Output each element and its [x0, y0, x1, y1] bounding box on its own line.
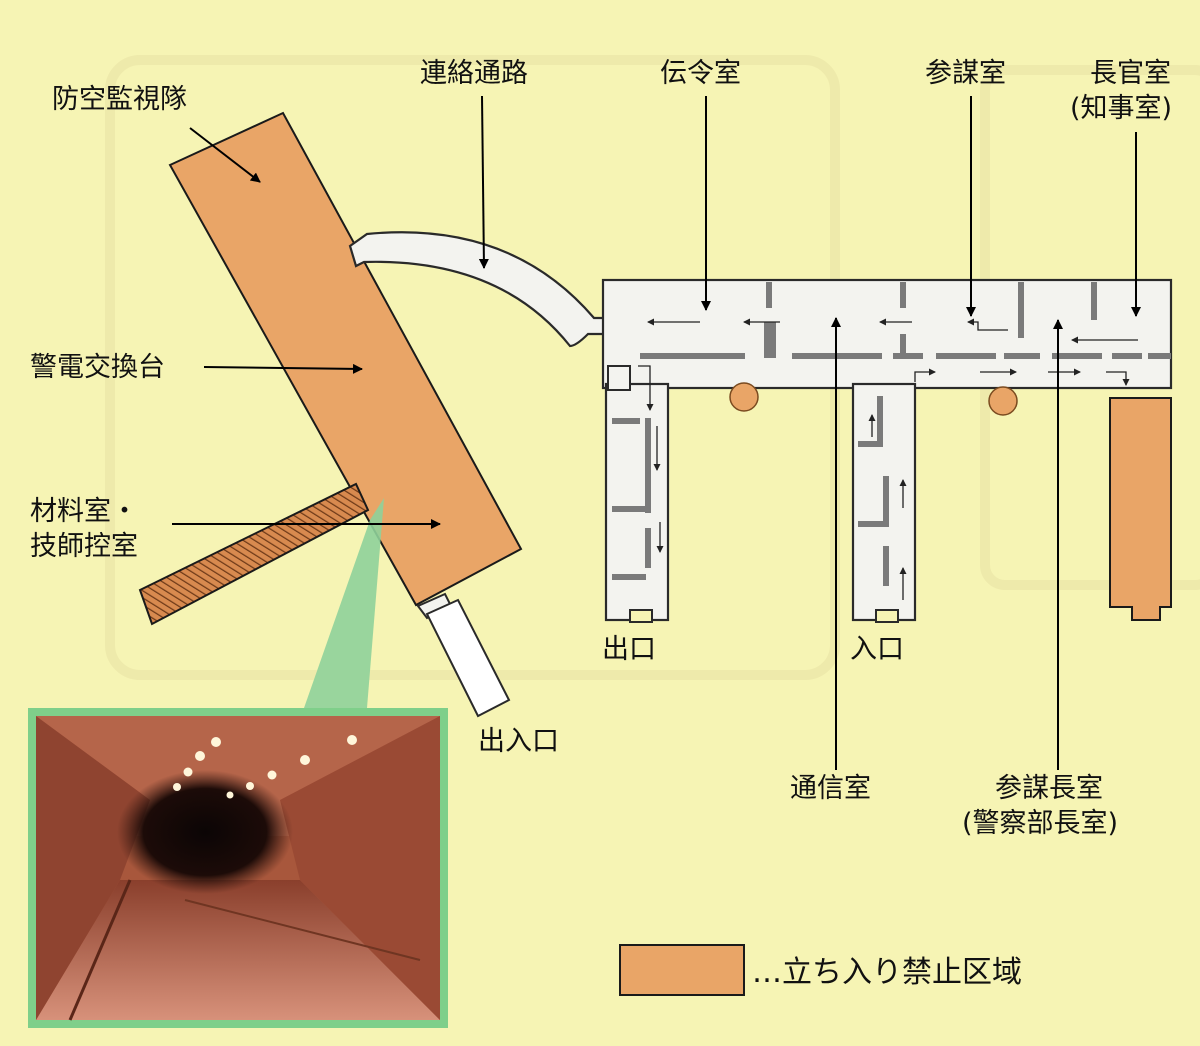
- entrance-wing-wall: [858, 521, 889, 527]
- exit-wing-wall: [612, 418, 640, 424]
- label-materials-sub: 技師控室: [30, 531, 138, 562]
- interior-wall: [1004, 353, 1040, 359]
- label-exchange: 警電交換台: [30, 352, 165, 383]
- label-dispatch: 伝令室: [660, 58, 741, 89]
- route-arrow: [1106, 371, 1130, 386]
- legend-text: …立ち入り禁止区域: [752, 955, 1022, 990]
- interior-wall: [1052, 353, 1102, 359]
- photo-floor: [36, 880, 440, 1020]
- label-entrance: 入口: [850, 634, 904, 665]
- photo-light: [183, 767, 193, 777]
- photo-light: [211, 737, 221, 747]
- legend: …立ち入り禁止区域: [619, 944, 1022, 996]
- gateway-passage: [425, 598, 511, 718]
- partition: [900, 334, 906, 354]
- interior-wall: [640, 353, 745, 359]
- connecting-corridor: [348, 231, 606, 348]
- label-commander-sub: (知事室): [1070, 93, 1172, 124]
- entrance-wing-wall: [877, 396, 883, 441]
- photo-light: [173, 783, 181, 791]
- label-chief-sub: (警察部長室): [962, 808, 1118, 839]
- small-room: [607, 365, 631, 391]
- exit-wing-wall: [645, 528, 651, 568]
- interior-wall: [936, 353, 996, 359]
- label-materials: 材料室・: [30, 496, 138, 527]
- photo-light: [226, 791, 234, 799]
- exit-wing-wall: [612, 574, 646, 580]
- exit-wing-wall: [612, 506, 646, 512]
- photo-light: [267, 770, 277, 780]
- entrance-wing-wall: [858, 441, 883, 447]
- route-arrows: [638, 318, 1138, 600]
- entrance-notch: [875, 609, 899, 623]
- restricted-commander-annex: [1109, 397, 1172, 621]
- label-staff: 参謀室: [925, 58, 1006, 89]
- label-air-defense: 防空監視隊: [52, 84, 187, 115]
- photo-light: [195, 751, 205, 761]
- leader-corridor: [478, 95, 489, 269]
- photo-floor-line: [68, 879, 132, 1021]
- label-comms: 通信室: [790, 773, 871, 804]
- tunnel-photo: [28, 708, 448, 1028]
- photo-light: [347, 735, 357, 745]
- entrance-wing-wall: [883, 546, 889, 586]
- interior-wall: [1112, 353, 1142, 359]
- photo-floor-line: [184, 899, 421, 961]
- interior-wall: [893, 353, 923, 359]
- leader-air-defense: [189, 127, 261, 183]
- label-commander: 長官室: [1090, 58, 1171, 89]
- label-corridor: 連絡通路: [420, 58, 528, 89]
- photo-wall-left: [36, 716, 150, 1020]
- leader-exchange: [203, 363, 363, 374]
- label-gateway: 出入口: [478, 726, 559, 757]
- label-exit: 出口: [602, 634, 656, 665]
- materials-room: [138, 482, 370, 626]
- photo-light: [300, 755, 310, 765]
- leader-arrows: [172, 95, 1141, 770]
- partition: [1091, 282, 1097, 320]
- exit-wing-wall: [645, 418, 651, 513]
- pillar: [729, 382, 759, 412]
- partition: [766, 282, 772, 308]
- partition: [900, 282, 906, 308]
- route-arrow: [638, 365, 654, 411]
- interior-wall: [1148, 353, 1171, 359]
- bunker-top-block: [601, 278, 1173, 390]
- photo-pointer: [304, 498, 384, 708]
- bunker-building: [601, 278, 1173, 623]
- route-arrow: [967, 318, 1008, 331]
- photo-light: [246, 782, 254, 790]
- partition: [764, 322, 776, 358]
- legend-swatch: [619, 944, 745, 996]
- partition: [1018, 282, 1024, 338]
- pillar: [988, 386, 1018, 416]
- entrance-wing-wall: [883, 476, 889, 521]
- label-chief: 参謀長室: [995, 773, 1103, 804]
- exit-notch: [629, 609, 653, 623]
- photo-wall-right: [280, 716, 440, 1020]
- restricted-main-hall: [168, 111, 523, 607]
- photo-tunnel-depth: [117, 770, 293, 894]
- route-arrow: [914, 368, 936, 382]
